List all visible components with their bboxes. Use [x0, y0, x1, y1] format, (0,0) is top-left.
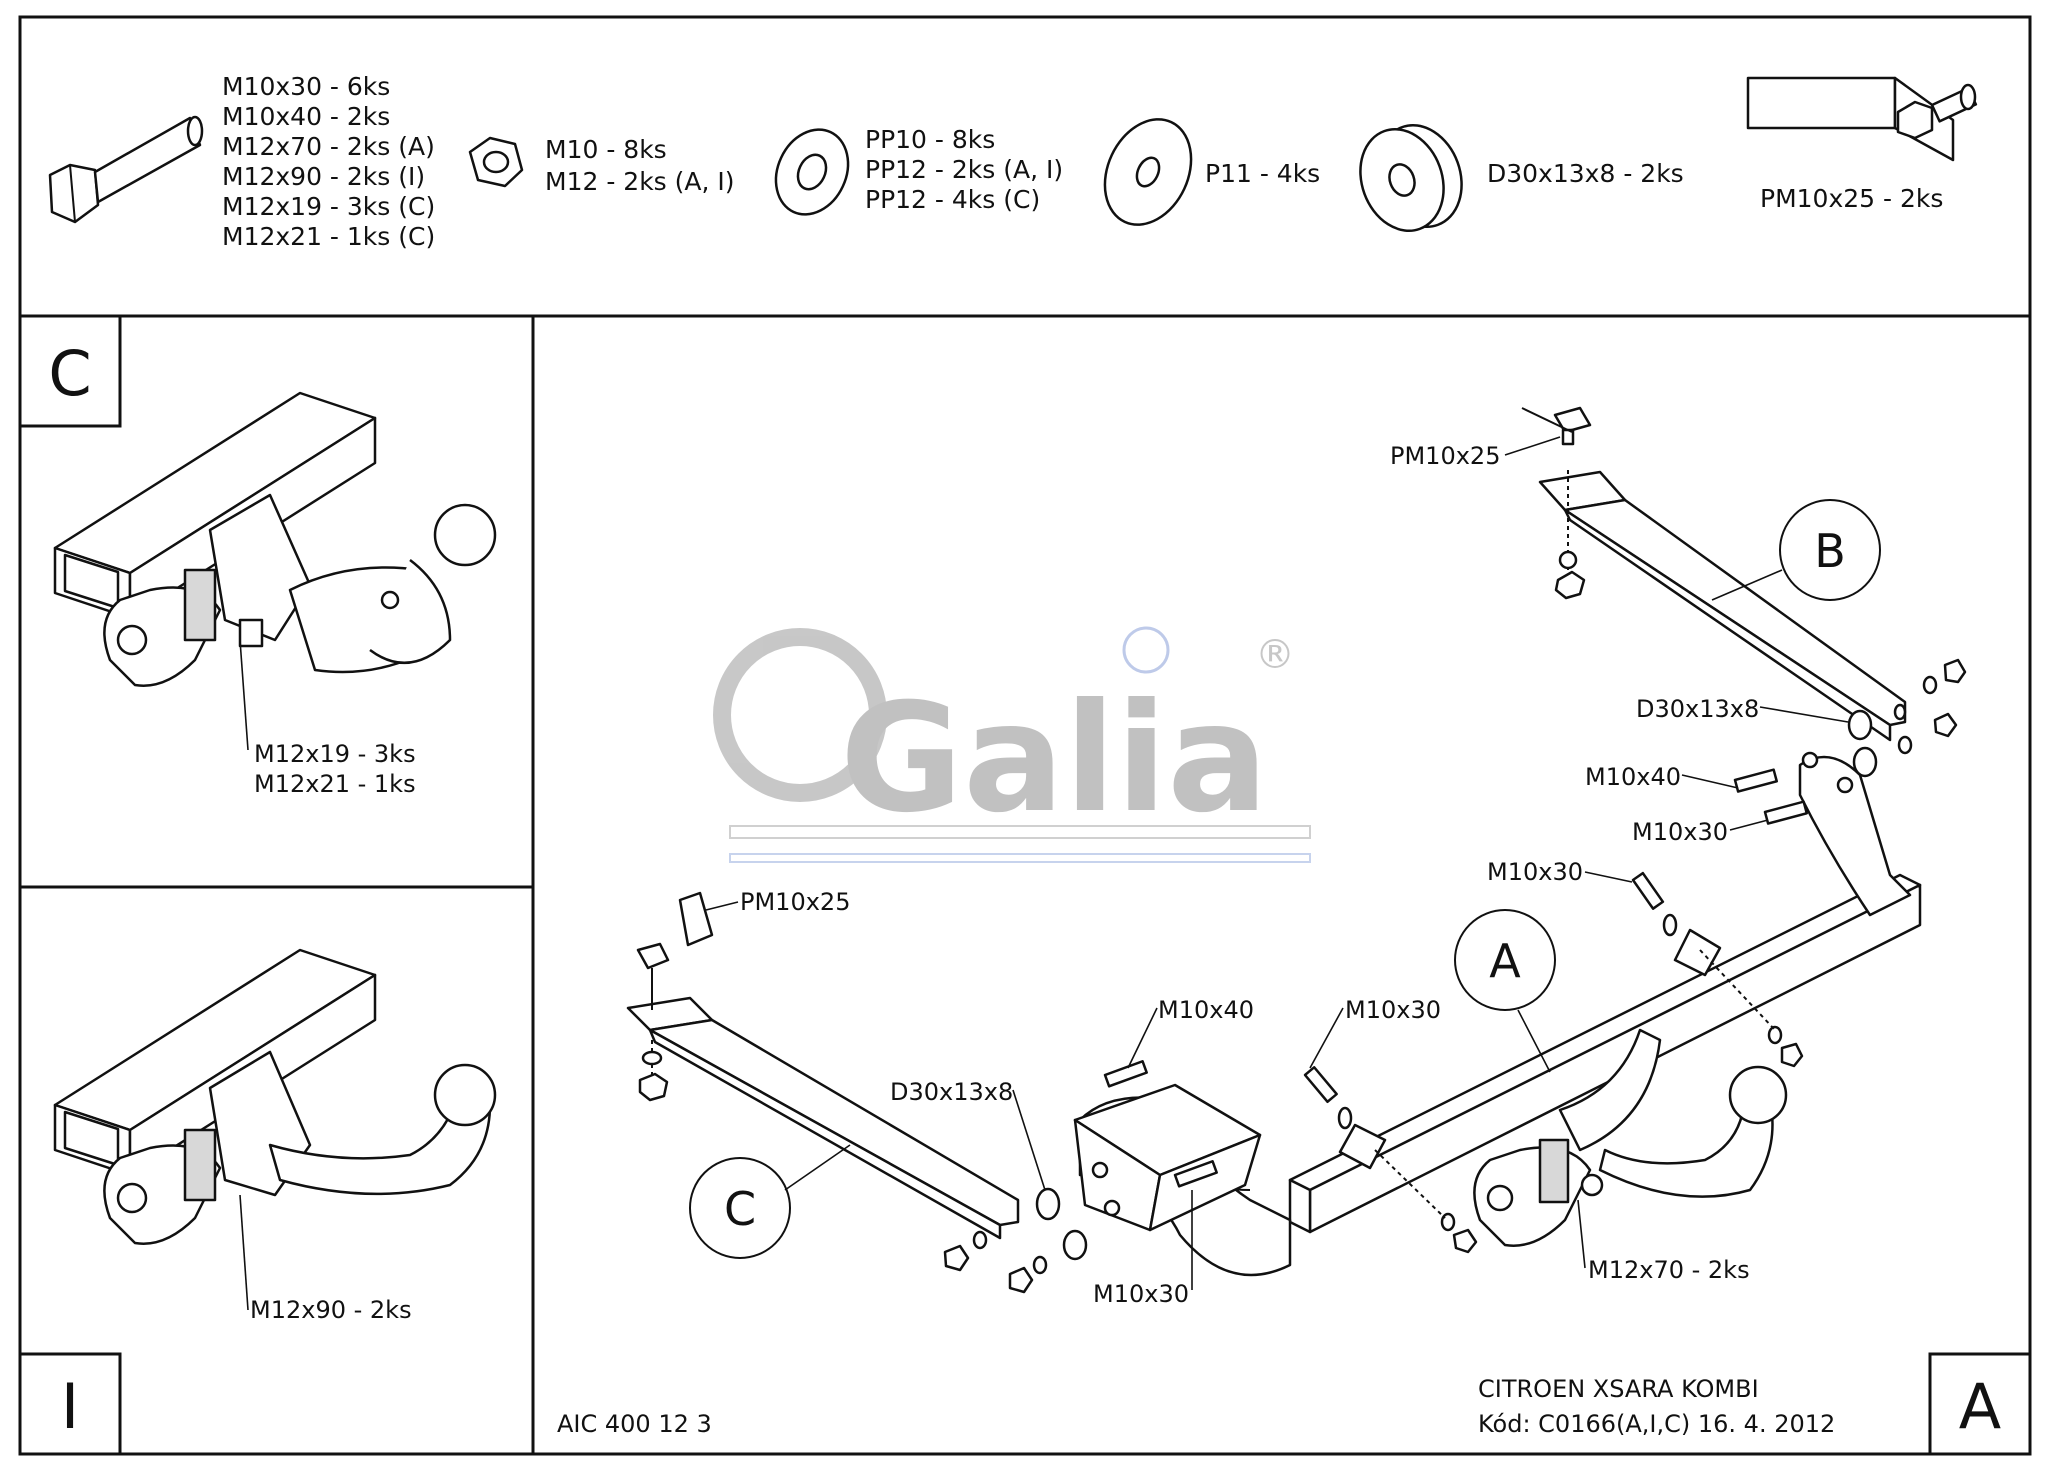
callout-m10x40-right-text: M10x40	[1585, 763, 1681, 791]
callout-m10x30-mid: M10x30	[1309, 996, 1441, 1069]
circle-b-letter: B	[1814, 524, 1846, 578]
part-bolt-m12x19: M12x19 - 3ks (C)	[222, 192, 435, 221]
callout-m10x30-r1-text: M10x30	[1632, 818, 1728, 846]
circle-c-letter: C	[724, 1182, 756, 1236]
variant-i-letter: I	[61, 1370, 79, 1443]
variant-c-label-m12x19: M12x19 - 3ks	[254, 740, 416, 768]
callout-m10x40-mid-text: M10x40	[1158, 996, 1254, 1024]
variant-i-leader	[239, 1194, 249, 1311]
leader-a	[1517, 1009, 1551, 1073]
part-bolt-m12x70: M12x70 - 2ks (A)	[222, 132, 435, 161]
callout-m10x30-bottom-text: M10x30	[1093, 1280, 1189, 1308]
variant-i-box: I	[18, 1352, 122, 1456]
parts-bolts-text: M10x30 - 6ks M10x40 - 2ks M12x70 - 2ks (…	[222, 72, 435, 251]
variant-c-drawing	[53, 391, 497, 687]
circle-a-letter: A	[1489, 934, 1521, 988]
callout-pm10x25-top-text: PM10x25	[1390, 442, 1500, 470]
part-plate-bolt-pm10x25: PM10x25 - 2ks	[1760, 184, 1943, 213]
callout-d30-left: D30x13x8	[890, 1078, 1046, 1191]
part-washer-pp10: PP10 - 8ks	[865, 125, 995, 154]
main-assembly-drawing	[626, 406, 1967, 1294]
part-bolt-m12x21: M12x21 - 1ks (C)	[222, 222, 435, 251]
callout-pm10x25-left-text: PM10x25	[740, 888, 850, 916]
callout-m10x30-bottom: M10x30	[1093, 1190, 1193, 1308]
callout-m10x40-right: M10x40	[1585, 763, 1739, 791]
callout-pm10x25-top: PM10x25	[1390, 436, 1561, 470]
circle-label-c: C	[689, 1157, 791, 1259]
logo-registered-mark: ®	[1255, 632, 1295, 678]
nut-drawing	[468, 136, 524, 188]
part-nut-m10: M10 - 8ks	[545, 135, 667, 164]
callout-d30-left-text: D30x13x8	[890, 1078, 1013, 1106]
drawing-number: AIC 400 12 3	[557, 1410, 712, 1438]
bolt-drawing	[48, 115, 204, 224]
callout-m12x70-text: M12x70 - 2ks	[1588, 1256, 1750, 1284]
part-bolt-m10x40: M10x40 - 2ks	[222, 102, 390, 131]
galia-logo-watermark: Galia ®	[713, 626, 1311, 863]
callout-d30-right-text: D30x13x8	[1636, 695, 1759, 723]
callout-m10x30-r2-text: M10x30	[1487, 858, 1583, 886]
leader-b	[1711, 569, 1783, 601]
variant-c-leader	[239, 639, 249, 751]
part-washer-pp12-ai: PP12 - 2ks (A, I)	[865, 155, 1063, 184]
variant-a-letter: A	[1959, 1370, 2001, 1443]
outer-frame	[18, 15, 2032, 1456]
callout-pm10x25-left: PM10x25	[705, 888, 850, 916]
part-bolt-m10x30: M10x30 - 6ks	[222, 72, 390, 101]
callout-m10x40-mid: M10x40	[1127, 996, 1254, 1069]
callout-m10x30-r1: M10x30	[1632, 818, 1769, 846]
variant-i-label-m12x90: M12x90 - 2ks	[250, 1296, 412, 1324]
leader-c	[784, 1144, 851, 1191]
variant-a-box: A	[1928, 1352, 2032, 1456]
callout-m10x30-r2: M10x30	[1487, 858, 1633, 886]
callout-m12x70: M12x70 - 2ks	[1577, 1199, 1750, 1284]
variant-c-box: C	[18, 314, 122, 428]
plate-bolt-drawing	[1746, 76, 1978, 162]
part-washer-p11: P11 - 4ks	[1205, 159, 1320, 188]
callout-d30-right: D30x13x8	[1636, 695, 1849, 723]
callout-m10x30-mid-text: M10x30	[1345, 996, 1441, 1024]
circle-label-a: A	[1454, 909, 1556, 1011]
variant-i-drawing	[53, 948, 497, 1245]
part-nut-m12: M12 - 2ks (A, I)	[545, 167, 735, 196]
variant-c-label-m12x21: M12x21 - 1ks	[254, 770, 416, 798]
washer-pp-drawing	[774, 128, 850, 216]
part-bolt-m12x90: M12x90 - 2ks (I)	[222, 162, 425, 191]
vehicle-model: CITROEN XSARA KOMBI	[1478, 1375, 1759, 1403]
logo-wordmark: Galia	[840, 672, 1268, 846]
circle-label-b: B	[1779, 499, 1881, 601]
part-washer-pp12-c: PP12 - 4ks (C)	[865, 185, 1040, 214]
variant-c-letter: C	[48, 337, 91, 410]
spacer-drawing	[1359, 124, 1463, 232]
product-code-date: Kód: C0166(A,I,C) 16. 4. 2012	[1478, 1410, 1835, 1438]
washer-p-drawing	[1103, 118, 1193, 226]
part-spacer-d30: D30x13x8 - 2ks	[1487, 159, 1684, 188]
